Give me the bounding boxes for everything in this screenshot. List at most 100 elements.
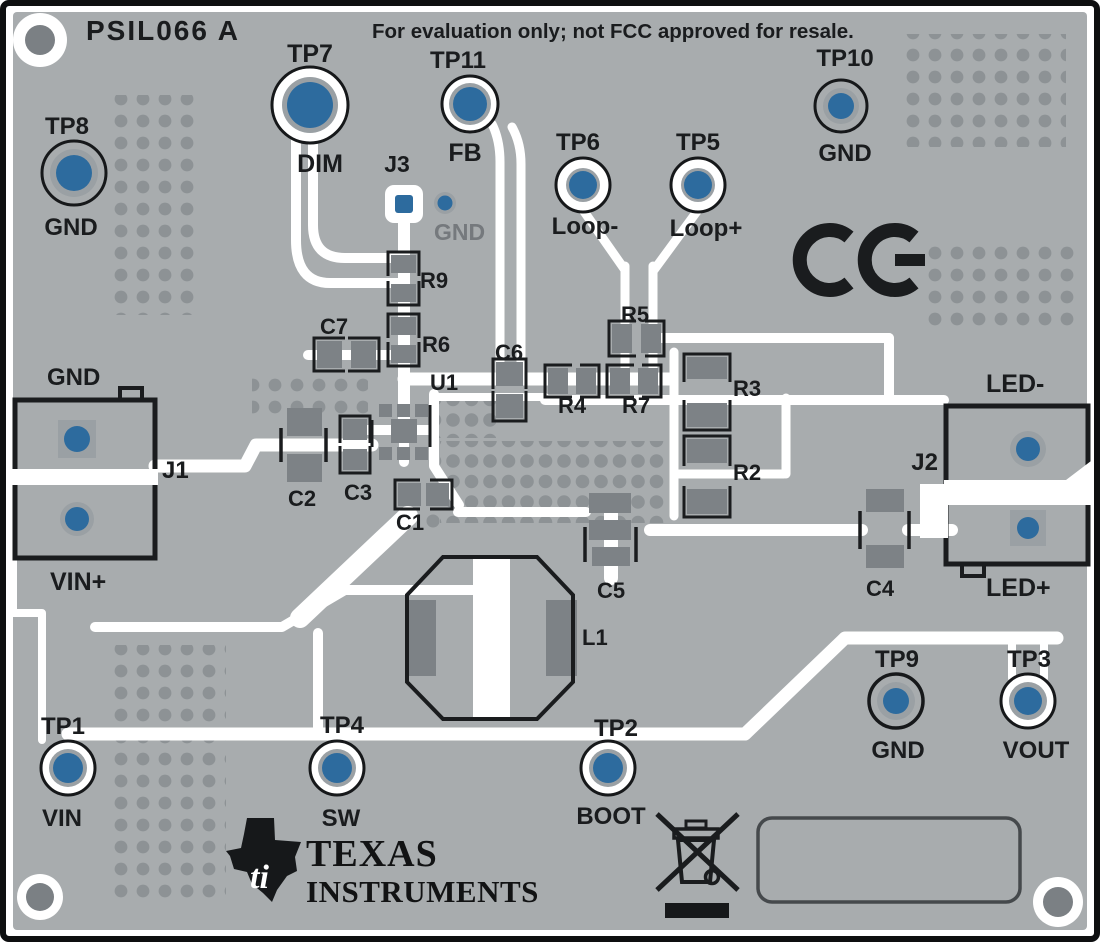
- test-point-tp9: TP9 GND: [867, 646, 925, 764]
- j2-split-trace: [944, 461, 1091, 505]
- pad: [638, 368, 658, 394]
- test-point-tp3: TP3 VOUT: [999, 646, 1070, 764]
- test-point-tp8: TP8 GND: [40, 113, 108, 241]
- disclaimer-text: For evaluation only; not FCC approved fo…: [372, 20, 854, 43]
- trace-loop-plus: [649, 205, 703, 275]
- connector-j2: LED- J2 LED+: [911, 370, 1091, 602]
- tp5-via: [684, 171, 712, 199]
- pad: [397, 447, 410, 460]
- tp9-signal: GND: [871, 737, 924, 764]
- trace-vin-j1: [148, 438, 379, 473]
- pad: [391, 419, 417, 443]
- pad: [687, 357, 727, 379]
- mounting-hole: [25, 25, 55, 55]
- connector-j1: GND J1 VIN+: [8, 364, 189, 596]
- copper-traces: [9, 119, 1064, 744]
- r4-label: R4: [558, 393, 587, 418]
- tp11-via: [453, 87, 487, 121]
- j1-vin-label: VIN+: [50, 568, 106, 596]
- bracket: [682, 352, 732, 382]
- tp3-via: [1014, 687, 1042, 715]
- pad: [589, 520, 631, 540]
- tp7-via: [287, 82, 333, 128]
- test-point-tp4: TP4 SW: [308, 712, 366, 832]
- tp2-label: TP2: [594, 715, 638, 742]
- pad: [426, 483, 449, 506]
- tp1-label: TP1: [41, 713, 85, 740]
- pad: [287, 454, 322, 482]
- tp4-label: TP4: [320, 712, 365, 739]
- mounting-hole: [26, 883, 54, 911]
- test-point-tp7: TP7 DIM: [270, 40, 350, 178]
- pad: [687, 489, 727, 514]
- j3-gnd-label: GND: [434, 219, 485, 245]
- l1-core-stripe: [473, 555, 510, 721]
- j3-via: [395, 195, 413, 213]
- via-stitch-grid: [924, 239, 1082, 329]
- bracket: [642, 363, 663, 399]
- test-point-tp2: TP2 BOOT: [576, 715, 646, 830]
- c4-label: C4: [866, 576, 895, 601]
- test-point-tp1: TP1 VIN: [39, 713, 97, 832]
- tp2-signal: BOOT: [576, 803, 646, 830]
- pad: [343, 449, 367, 470]
- pad: [351, 341, 376, 368]
- trace-fb-1: [487, 119, 505, 379]
- pad: [687, 439, 727, 463]
- weee-bin-wheel: [703, 868, 721, 886]
- c2-label: C2: [288, 486, 316, 511]
- j1-pin1-via: [64, 426, 90, 452]
- bracket: [430, 478, 454, 511]
- test-point-tp5: TP5 Loop+: [669, 129, 743, 242]
- tp8-via: [56, 155, 92, 191]
- tp6-label: TP6: [556, 129, 600, 156]
- j1-pin2-via: [65, 507, 89, 531]
- via-stitch-grid: [906, 34, 1066, 147]
- tp10-signal: GND: [818, 140, 871, 167]
- test-point-tp11: TP11 FB: [430, 47, 500, 167]
- trace-loop-minus: [578, 205, 630, 275]
- pad: [343, 419, 367, 440]
- via-stitch-grid: [112, 95, 202, 315]
- pad: [866, 489, 904, 512]
- pad: [391, 317, 416, 335]
- pad: [405, 600, 436, 676]
- bracket: [491, 391, 528, 423]
- board-name: PSIL066 A: [86, 15, 240, 46]
- ce-c-glyph: [792, 223, 854, 297]
- pad: [287, 408, 322, 436]
- l1-label: L1: [582, 625, 608, 650]
- tp8-label: TP8: [45, 113, 89, 140]
- test-point-tp6: TP6 Loop-: [552, 129, 619, 240]
- ti-logo: ti TEXAS INSTRUMENTS: [226, 818, 538, 909]
- tp8-signal: GND: [44, 214, 97, 241]
- pad: [397, 404, 410, 417]
- tp5-signal: Loop+: [670, 215, 743, 242]
- tp7-label: TP7: [287, 40, 333, 68]
- r5-label: R5: [621, 302, 649, 327]
- bracket: [386, 342, 421, 368]
- silkscreen-headers: PSIL066 A For evaluation only; not FCC a…: [86, 15, 854, 46]
- bracket: [682, 486, 732, 519]
- trace-dim-inner: [308, 135, 403, 263]
- tp5-label: TP5: [676, 129, 720, 156]
- c5-label: C5: [597, 578, 625, 603]
- ti-glyph-letters: ti: [250, 859, 269, 896]
- ce-mark-icon: [792, 223, 925, 297]
- u1-label: U1: [430, 370, 458, 395]
- tp6-signal: Loop-: [552, 213, 619, 240]
- tp9-label: TP9: [875, 646, 919, 673]
- tp7-signal: DIM: [297, 150, 343, 178]
- c7-label: C7: [320, 314, 348, 339]
- bracket: [338, 446, 372, 475]
- bracket: [386, 281, 421, 307]
- j1-label: J1: [162, 457, 189, 484]
- pad: [589, 493, 631, 513]
- pad: [398, 483, 421, 506]
- pad: [379, 447, 392, 460]
- gnd-via: [437, 195, 453, 211]
- c3-label: C3: [344, 480, 372, 505]
